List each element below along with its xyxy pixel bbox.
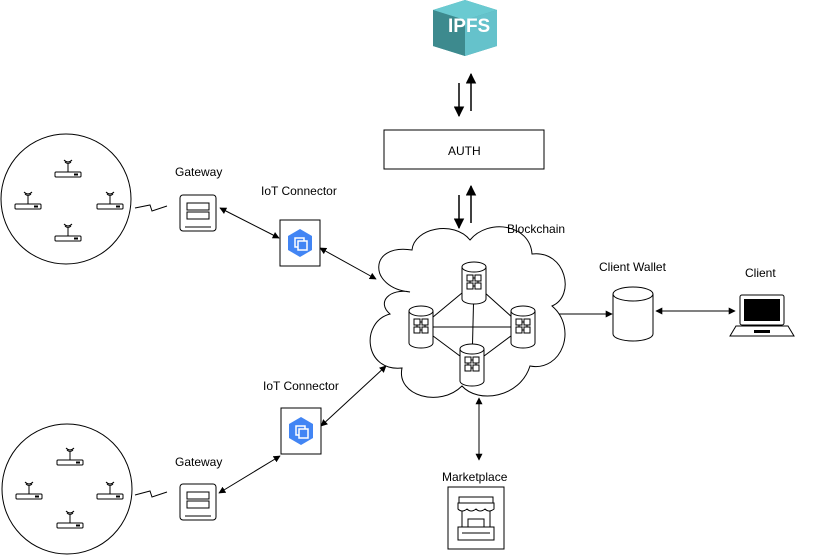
- gateway-iot-arrow-bottom: [218, 455, 281, 494]
- storefront-icon: [447, 486, 505, 550]
- gateway-device-icon: [179, 194, 217, 232]
- ledger-node-icon: [510, 305, 536, 349]
- iot-connector-bottom-label: IoT Connector: [263, 379, 339, 393]
- sensor-cluster-bottom: [1, 423, 133, 555]
- database-icon: [612, 286, 654, 342]
- auth-label: AUTH: [448, 144, 481, 158]
- client-label: Client: [745, 266, 776, 280]
- ledger-node-icon: [459, 343, 485, 387]
- ipfs-auth-arrow: [453, 72, 477, 118]
- blockchain-cloud: [369, 226, 566, 398]
- gateway-device-icon: [179, 483, 217, 521]
- marketplace-label: Marketplace: [442, 470, 508, 484]
- iot-blockchain-arrow-bottom: [320, 365, 387, 427]
- auth-box: [383, 129, 545, 170]
- sensor-cluster-top: [0, 133, 132, 265]
- gateway-top-label: Gateway: [175, 165, 223, 179]
- gateway-bottom-label: Gateway: [175, 455, 223, 469]
- wireless-link-top: [134, 204, 168, 212]
- blockchain-label: Blockchain: [507, 222, 566, 236]
- auth-blockchain-arrow: [453, 184, 477, 230]
- iot-core-icon: [280, 407, 322, 455]
- wireless-link-bottom: [134, 490, 168, 498]
- ledger-node-icon: [461, 261, 487, 305]
- iot-connector-top-label: IoT Connector: [261, 184, 337, 198]
- ledger-node-icon: [408, 305, 434, 349]
- ipfs-label: IPFS: [448, 16, 491, 37]
- laptop-icon: [729, 294, 795, 337]
- ipfs-logo-icon: [433, 0, 497, 56]
- client-wallet-label: Client Wallet: [599, 260, 666, 274]
- iot-core-icon: [279, 219, 321, 267]
- iot-blockchain-arrow-top: [319, 247, 377, 280]
- gateway-iot-arrow-top: [219, 207, 280, 239]
